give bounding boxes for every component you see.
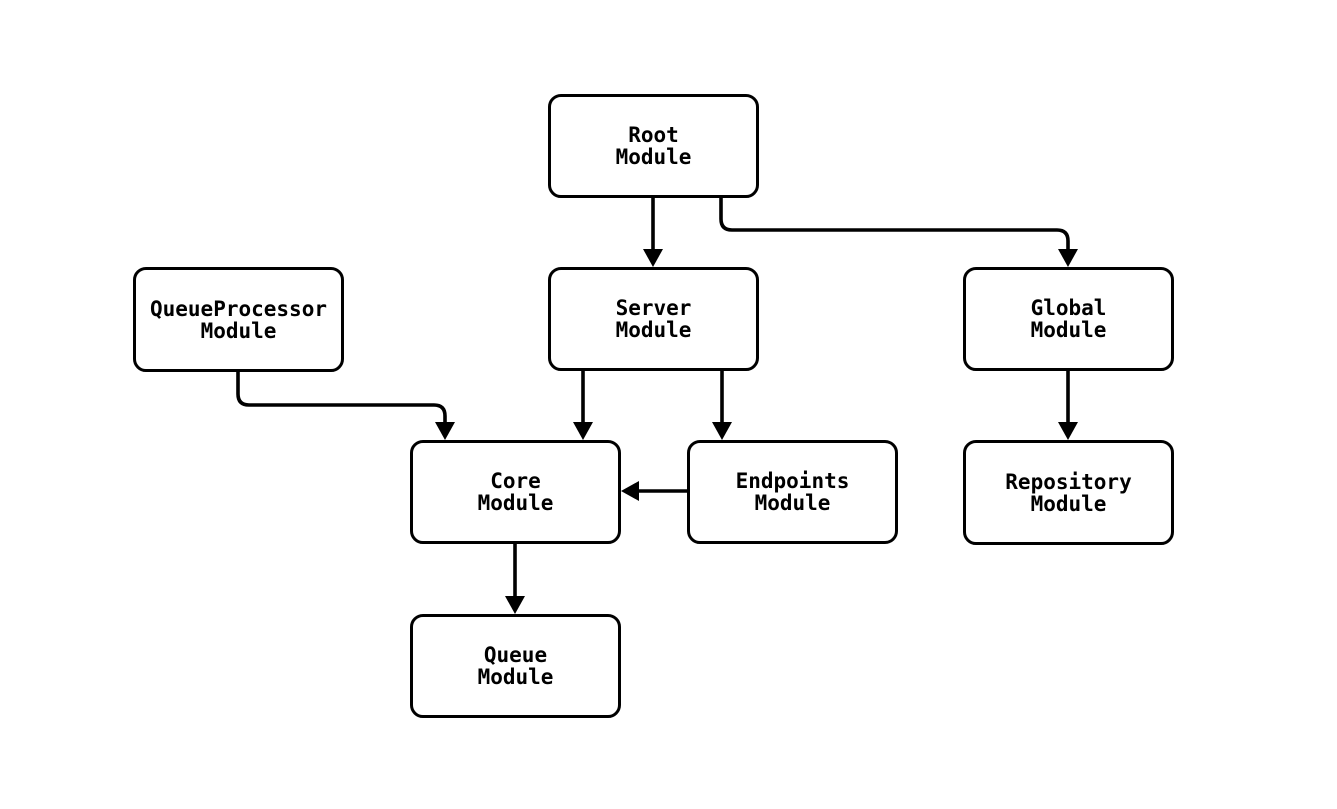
node-label: Repository Module (1005, 469, 1132, 516)
node-label: Queue Module (477, 643, 554, 689)
node-queueprocessor-module[interactable]: QueueProcessor Module (133, 267, 344, 372)
node-repository-module[interactable]: Repository Module (963, 440, 1174, 545)
edge-global-repository (1058, 371, 1078, 440)
node-label: QueueProcessor Module (149, 296, 327, 343)
node-label: Global Module (1030, 296, 1107, 342)
edge-root-server (643, 198, 663, 267)
node-root-module[interactable]: Root Module (548, 94, 759, 198)
node-queue-module[interactable]: Queue Module (410, 614, 621, 718)
edge-core-queue (505, 544, 525, 614)
node-label: Root Module (615, 123, 692, 169)
node-label: Server Module (615, 296, 692, 342)
edge-root-global (719, 198, 1078, 267)
node-label: Core Module (477, 469, 554, 515)
edge-server-core (573, 371, 593, 440)
edge-queueprocessor-core (236, 372, 455, 440)
node-server-module[interactable]: Server Module (548, 267, 759, 371)
node-global-module[interactable]: Global Module (963, 267, 1174, 371)
node-endpoints-module[interactable]: Endpoints Module (687, 440, 898, 544)
edge-server-endpoints (712, 371, 732, 440)
node-core-module[interactable]: Core Module (410, 440, 621, 544)
node-label: Endpoints Module (735, 469, 850, 515)
edge-endpoints-core (621, 481, 687, 501)
